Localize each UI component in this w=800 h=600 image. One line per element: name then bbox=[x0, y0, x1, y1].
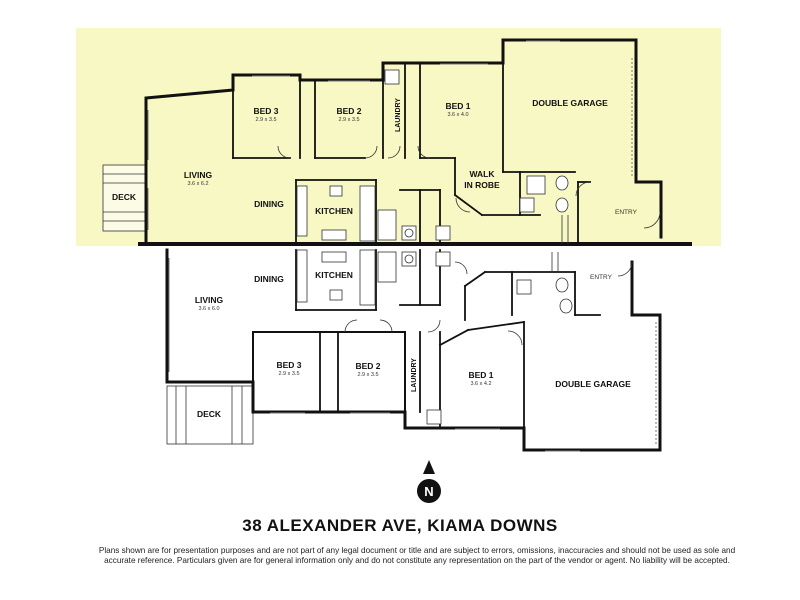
upper-deck-label: DECK bbox=[112, 192, 137, 202]
upper-entry-label: ENTRY bbox=[615, 209, 638, 216]
lower-laundry-label: LAUNDRY bbox=[411, 358, 418, 392]
lower-outer-wall bbox=[165, 248, 662, 452]
lower-bed2-dims: 2.9 x 3.5 bbox=[357, 372, 378, 378]
lower-interior-walls bbox=[295, 249, 601, 429]
upper-living-label: LIVING bbox=[184, 170, 213, 180]
lower-door-swings bbox=[344, 261, 633, 346]
lower-bed1-label: BED 1 bbox=[468, 370, 493, 380]
lower-deck bbox=[166, 385, 254, 445]
disclaimer-text: Plans shown are for presentation purpose… bbox=[98, 546, 736, 565]
lower-fixtures bbox=[296, 249, 573, 425]
lower-dining-label: DINING bbox=[254, 274, 284, 284]
upper-bed2-dims: 2.9 x 3.5 bbox=[338, 117, 359, 123]
lower-bed3-label: BED 3 bbox=[276, 360, 301, 370]
north-compass-icon: N bbox=[417, 460, 441, 503]
lower-kitchen-label: KITCHEN bbox=[315, 270, 353, 280]
lower-bed-walls bbox=[252, 331, 406, 413]
lower-living-label: LIVING bbox=[195, 295, 224, 305]
upper-interior-walls bbox=[232, 62, 591, 245]
lower-unit: LIVING 3.6 x 6.0 DINING KITCHEN BED 3 2.… bbox=[165, 248, 662, 452]
lower-bed3-dims: 2.9 x 3.5 bbox=[278, 371, 299, 377]
lower-bed2-label: BED 2 bbox=[355, 361, 380, 371]
lower-living-dims: 3.6 x 6.0 bbox=[198, 306, 219, 312]
upper-dining-label: DINING bbox=[254, 199, 284, 209]
upper-unit: LIVING 3.6 x 6.2 DINING KITCHEN BED 3 2.… bbox=[102, 38, 692, 246]
upper-bed1-dims: 3.6 x 4.0 bbox=[447, 112, 468, 118]
lower-deck-label: DECK bbox=[197, 409, 222, 419]
upper-bed1-label: BED 1 bbox=[445, 101, 470, 111]
upper-deck-boards bbox=[103, 173, 146, 222]
upper-living-dims: 3.6 x 6.2 bbox=[187, 181, 208, 187]
upper-deck bbox=[102, 164, 147, 232]
upper-wir-label-2: IN ROBE bbox=[464, 180, 500, 190]
lower-garage-label: DOUBLE GARAGE bbox=[555, 379, 631, 389]
lower-entry-label: ENTRY bbox=[590, 274, 613, 281]
property-title: 38 ALEXANDER AVE, KIAMA DOWNS bbox=[242, 516, 558, 535]
upper-wir-label-1: WALK bbox=[469, 169, 495, 179]
upper-kitchen-label: KITCHEN bbox=[315, 206, 353, 216]
upper-bed3-dims: 2.9 x 3.5 bbox=[255, 117, 276, 123]
upper-door-swings bbox=[277, 145, 661, 229]
upper-garage-label: DOUBLE GARAGE bbox=[532, 98, 608, 108]
compass-label: N bbox=[424, 484, 433, 499]
upper-bed2-label: BED 2 bbox=[336, 106, 361, 116]
upper-laundry-label: LAUNDRY bbox=[395, 98, 402, 132]
upper-kitchen-fixtures bbox=[296, 69, 569, 242]
lower-bed1-dims: 3.6 x 4.2 bbox=[470, 381, 491, 387]
upper-bed3-label: BED 3 bbox=[253, 106, 278, 116]
